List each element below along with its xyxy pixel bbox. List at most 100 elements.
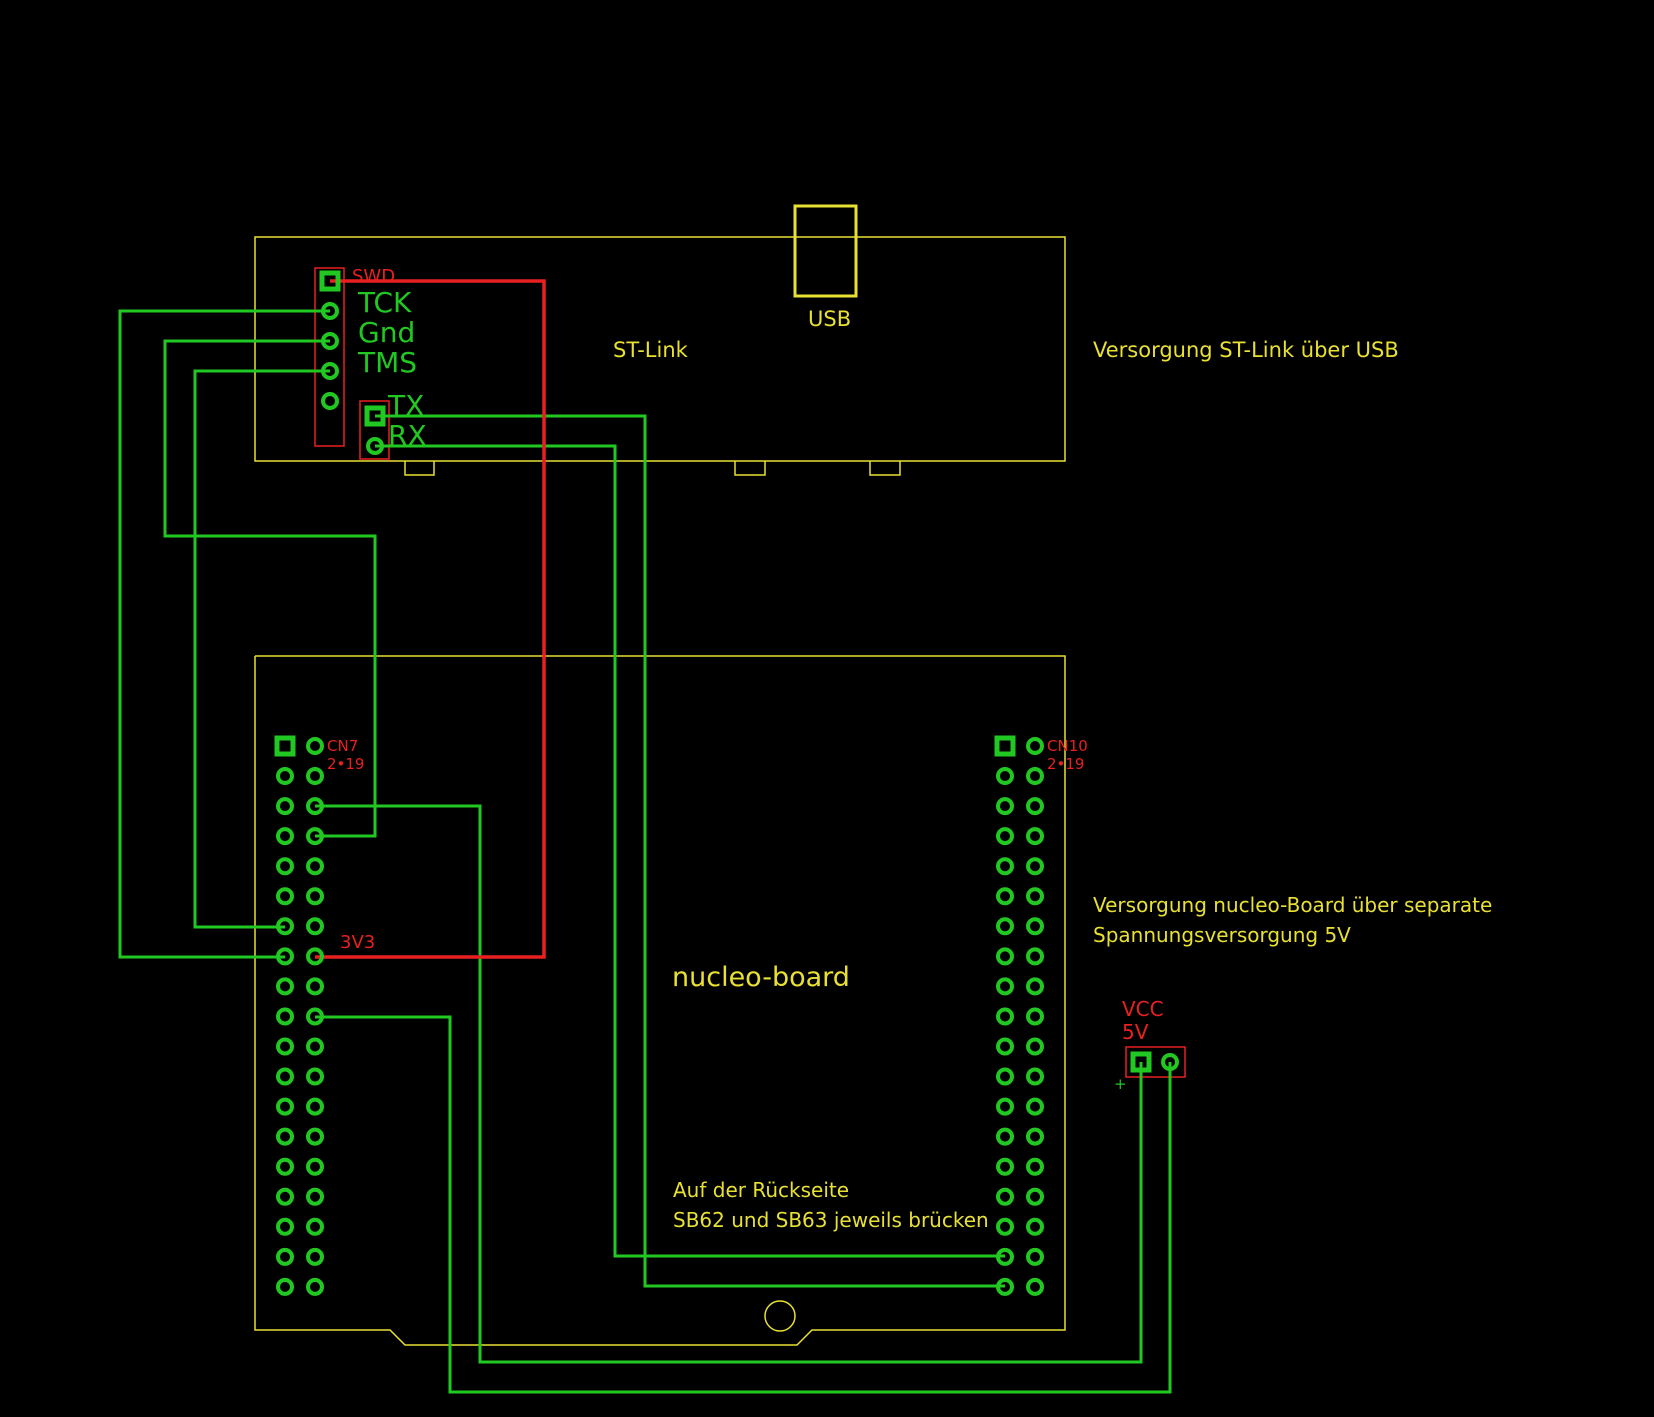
cn7-pad <box>276 1007 294 1026</box>
cn7-pad <box>306 1277 324 1296</box>
cn10-pad <box>996 887 1014 906</box>
cn7-pad <box>276 1187 294 1206</box>
cn10-pad <box>996 1097 1014 1116</box>
trace-vcc-minus <box>315 1015 1172 1394</box>
cn7-pad <box>276 827 294 846</box>
cn10-pad <box>1026 737 1044 755</box>
cn10-pad <box>996 1067 1014 1086</box>
cn10-pad <box>996 1007 1014 1026</box>
cn10-pad <box>996 1187 1014 1206</box>
cn10-pad <box>996 767 1014 786</box>
vcc-name: VCC <box>1122 997 1164 1021</box>
nucleo-power-note-line1: Versorgung nucleo-Board über separate <box>1093 893 1492 917</box>
nucleo-note-line2: SB62 und SB63 jeweils brücken <box>673 1208 989 1232</box>
cn7-pad <box>276 797 294 816</box>
cn7-pad <box>306 947 324 966</box>
uart-header-outline <box>359 400 390 460</box>
uart-pad-square <box>364 405 386 427</box>
uart-pin-rx-label: RX <box>388 419 427 452</box>
swd-pad <box>321 332 339 350</box>
cn10-pad <box>1026 1157 1044 1176</box>
swd-pad <box>321 362 339 380</box>
cn10-pad <box>1026 857 1044 876</box>
cn7-pad <box>306 1067 324 1086</box>
trace-tck <box>118 309 330 959</box>
cn10-pad <box>996 827 1014 846</box>
nucleo-note-line1: Auf der Rückseite <box>673 1178 849 1202</box>
cn10-pad <box>1026 1247 1044 1266</box>
cn7-pad <box>276 1217 294 1236</box>
uart-pin-tx-label: TX <box>387 389 424 422</box>
trace-gnd <box>163 339 377 838</box>
trace-3v3 <box>315 279 546 959</box>
cn7-pad <box>306 827 324 846</box>
cn10-name: CN10 <box>1047 737 1088 755</box>
stlink-outline <box>254 204 1066 476</box>
cn10-pad <box>996 947 1014 966</box>
cn7-pad <box>276 1247 294 1266</box>
stlink-title: ST-Link <box>613 338 689 362</box>
cn7-pad <box>276 977 294 996</box>
cn7-value: 2•19 <box>327 755 364 773</box>
cn10-pad <box>996 1277 1014 1296</box>
nucleo-power-note-line2: Spannungsversorgung 5V <box>1093 923 1351 947</box>
swd-pin-tck-label: TCK <box>357 286 412 319</box>
cn7-pad <box>276 1067 294 1086</box>
cn7-pad <box>276 1127 294 1146</box>
cn7-pad <box>276 1037 294 1056</box>
cn7-pad <box>276 1277 294 1296</box>
swd-pad <box>321 302 339 320</box>
cn10-pad <box>996 1217 1014 1236</box>
swd-pad <box>321 392 339 410</box>
cn10-pad <box>996 917 1014 936</box>
usb-label: USB <box>808 307 851 331</box>
cn7-pad <box>276 947 294 966</box>
part-outlines <box>314 267 1186 1078</box>
cn10-pad <box>996 1157 1014 1176</box>
swd-header-name: SWD <box>352 266 395 287</box>
cn7-pad <box>276 917 294 936</box>
cn10-pad <box>1026 1037 1044 1056</box>
cn7-pad <box>306 1247 324 1266</box>
nucleo-outline <box>254 655 1066 1346</box>
cn10-pad <box>996 977 1014 996</box>
vcc-pad-square <box>1130 1051 1152 1073</box>
cn7-pad <box>306 737 324 755</box>
pads <box>274 270 1179 1296</box>
cn10-pad <box>996 797 1014 816</box>
swd-header-outline <box>314 267 345 447</box>
cn7-pad <box>306 977 324 996</box>
cn10-pad <box>996 1127 1014 1146</box>
swd-pin-gnd-label: Gnd <box>358 316 415 349</box>
cn10-pad <box>996 857 1014 876</box>
cn7-name: CN7 <box>327 737 358 755</box>
uart-pad <box>366 437 384 455</box>
cn7-pad <box>306 797 324 816</box>
stlink-power-note: Versorgung ST-Link über USB <box>1093 338 1399 362</box>
swd-pin-tms-label: TMS <box>357 346 417 379</box>
green-traces <box>118 309 1172 1394</box>
cn10-pad <box>1026 977 1044 996</box>
pin-3v3-label: 3V3 <box>340 932 375 953</box>
cn7-pad <box>306 887 324 906</box>
nucleo-title: nucleo-board <box>672 962 850 993</box>
cn10-pad <box>1026 1277 1044 1296</box>
trace-vcc-plus <box>315 804 1143 1364</box>
vcc-value: 5V <box>1122 1020 1149 1044</box>
vcc-plus-mark: + <box>1114 1075 1127 1093</box>
cn7-pad <box>306 1187 324 1206</box>
cn10-pad <box>1026 1067 1044 1086</box>
cn7-pad <box>306 917 324 936</box>
cn10-pad <box>1026 827 1044 846</box>
cn7-pad <box>276 887 294 906</box>
cn10-pad <box>1026 1217 1044 1236</box>
cn7-pad <box>306 1097 324 1116</box>
cn10-pad <box>1026 1097 1044 1116</box>
cn10-pad <box>1026 917 1044 936</box>
cn10-pad <box>1026 947 1044 966</box>
trace-rx <box>375 444 1005 1258</box>
cn7-pad <box>306 1217 324 1236</box>
cn10-value: 2•19 <box>1047 755 1084 773</box>
cn10-pad <box>1026 1127 1044 1146</box>
cn7-pad <box>306 1127 324 1146</box>
